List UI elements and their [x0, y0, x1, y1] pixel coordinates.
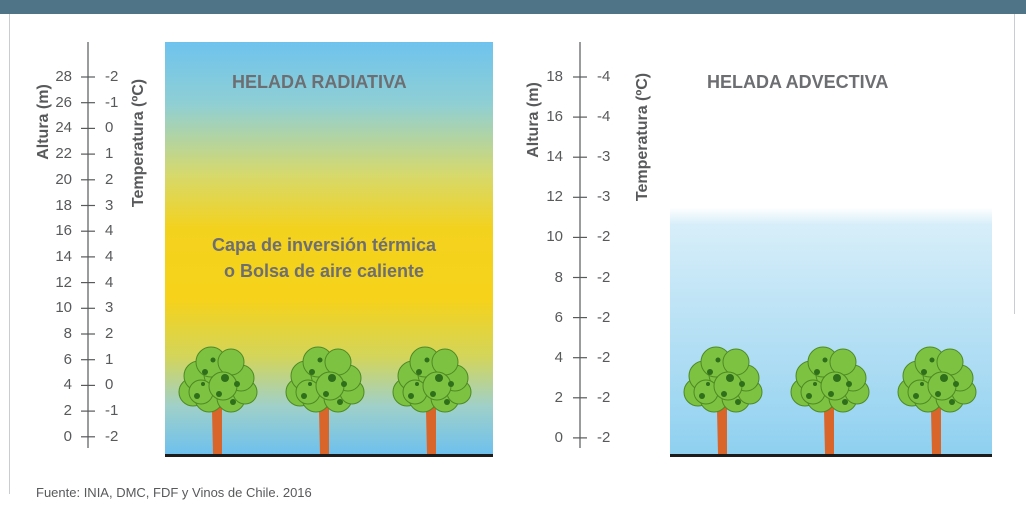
advective-height-tick-label: 14 [546, 148, 563, 166]
radiative-height-tick-label: 24 [55, 119, 72, 137]
radiative-height-tick-label: 16 [55, 222, 72, 240]
advective-height-tick-label: 6 [554, 308, 563, 326]
advective-temp-tick-label: -2 [597, 348, 611, 366]
source-note: Fuente: INIA, DMC, FDF y Vinos de Chile.… [36, 485, 312, 500]
advective-temp-tick-label: -2 [597, 308, 611, 326]
radiative-height-tick-label: 22 [55, 145, 72, 163]
radiative-temp-tick-label: 4 [105, 222, 114, 240]
radiative-temp-tick-label: 3 [105, 299, 114, 317]
advective-temp-tick-label: -2 [597, 428, 611, 446]
radiative-temp-tick-label: 1 [105, 145, 114, 163]
advective-temp-tick-label: -3 [597, 188, 611, 206]
inversion-layer-label: Capa de inversión térmica o Bolsa de air… [165, 232, 483, 284]
radiative-temp-tick-label: 0 [105, 376, 114, 394]
radiative-temp-tick-label: 1 [105, 350, 114, 368]
radiative-temp-tick-label: -1 [105, 402, 119, 420]
radiative-height-tick-label: 0 [63, 427, 72, 445]
radiative-height-tick-label: 2 [63, 402, 72, 420]
radiative-height-tick-label: 28 [55, 68, 72, 85]
radiative-height-tick-label: 18 [55, 196, 72, 214]
radiative-temp-tick-label: 4 [105, 247, 114, 265]
tree-icon [790, 346, 870, 454]
frame-border-right [1014, 14, 1015, 314]
radiative-height-tick-label: 8 [63, 325, 72, 342]
radiative-temp-tick-label: -2 [105, 427, 119, 445]
radiative-temp-tick-label: 2 [105, 325, 114, 342]
advective-height-tick-label: 0 [554, 428, 563, 446]
advective-temp-tick-label: -4 [597, 108, 611, 126]
radiative-temp-tick-label: 3 [105, 196, 114, 214]
advective-temp-tick-label: -2 [597, 268, 611, 286]
advective-height-tick-label: 10 [546, 228, 563, 246]
advective-temp-tick-label: -2 [597, 388, 611, 406]
radiative-temp-tick-label: 4 [105, 273, 114, 291]
tree-icon [683, 346, 763, 454]
advective-height-tick-label: 18 [546, 68, 563, 85]
radiative-height-tick-label: 4 [63, 376, 72, 394]
radiative-height-tick-label: 6 [63, 350, 72, 368]
inversion-label-line2: o Bolsa de aire caliente [223, 261, 425, 281]
tree-icon [392, 346, 472, 454]
ground-line-advective [670, 454, 992, 457]
tree-icon [897, 346, 977, 454]
header-bar [0, 0, 1026, 14]
advective-height-tick-label: 8 [554, 268, 563, 286]
radiative-temp-tick-label: 0 [105, 119, 114, 137]
advective-title: HELADA ADVECTIVA [707, 72, 889, 92]
advective-height-tick-label: 12 [546, 188, 563, 206]
radiative-height-tick-label: 12 [55, 273, 72, 291]
radiative-height-tick-label: 14 [55, 247, 72, 265]
radiative-temp-tick-label: -2 [105, 68, 119, 85]
tree-icon [285, 346, 365, 454]
radiative-temp-tick-label: -1 [105, 93, 119, 111]
advective-height-tick-label: 4 [554, 348, 563, 366]
tree-icon [178, 346, 258, 454]
advective-temp-tick-label: -2 [597, 228, 611, 246]
advective-height-tick-label: 16 [546, 108, 563, 126]
radiative-height-tick-label: 20 [55, 170, 72, 188]
radiative-temp-tick-label: 2 [105, 170, 114, 188]
ground-line-radiative [165, 454, 493, 457]
radiative-title: HELADA RADIATIVA [232, 72, 407, 92]
radiative-height-tick-label: 10 [55, 299, 72, 317]
advective-temp-tick-label: -3 [597, 148, 611, 166]
radiative-height-tick-label: 26 [55, 93, 72, 111]
advective-temp-tick-label: -4 [597, 68, 611, 85]
frame-border-left [9, 14, 10, 494]
advective-height-tick-label: 2 [554, 388, 563, 406]
inversion-label-line1: Capa de inversión térmica [211, 235, 437, 255]
